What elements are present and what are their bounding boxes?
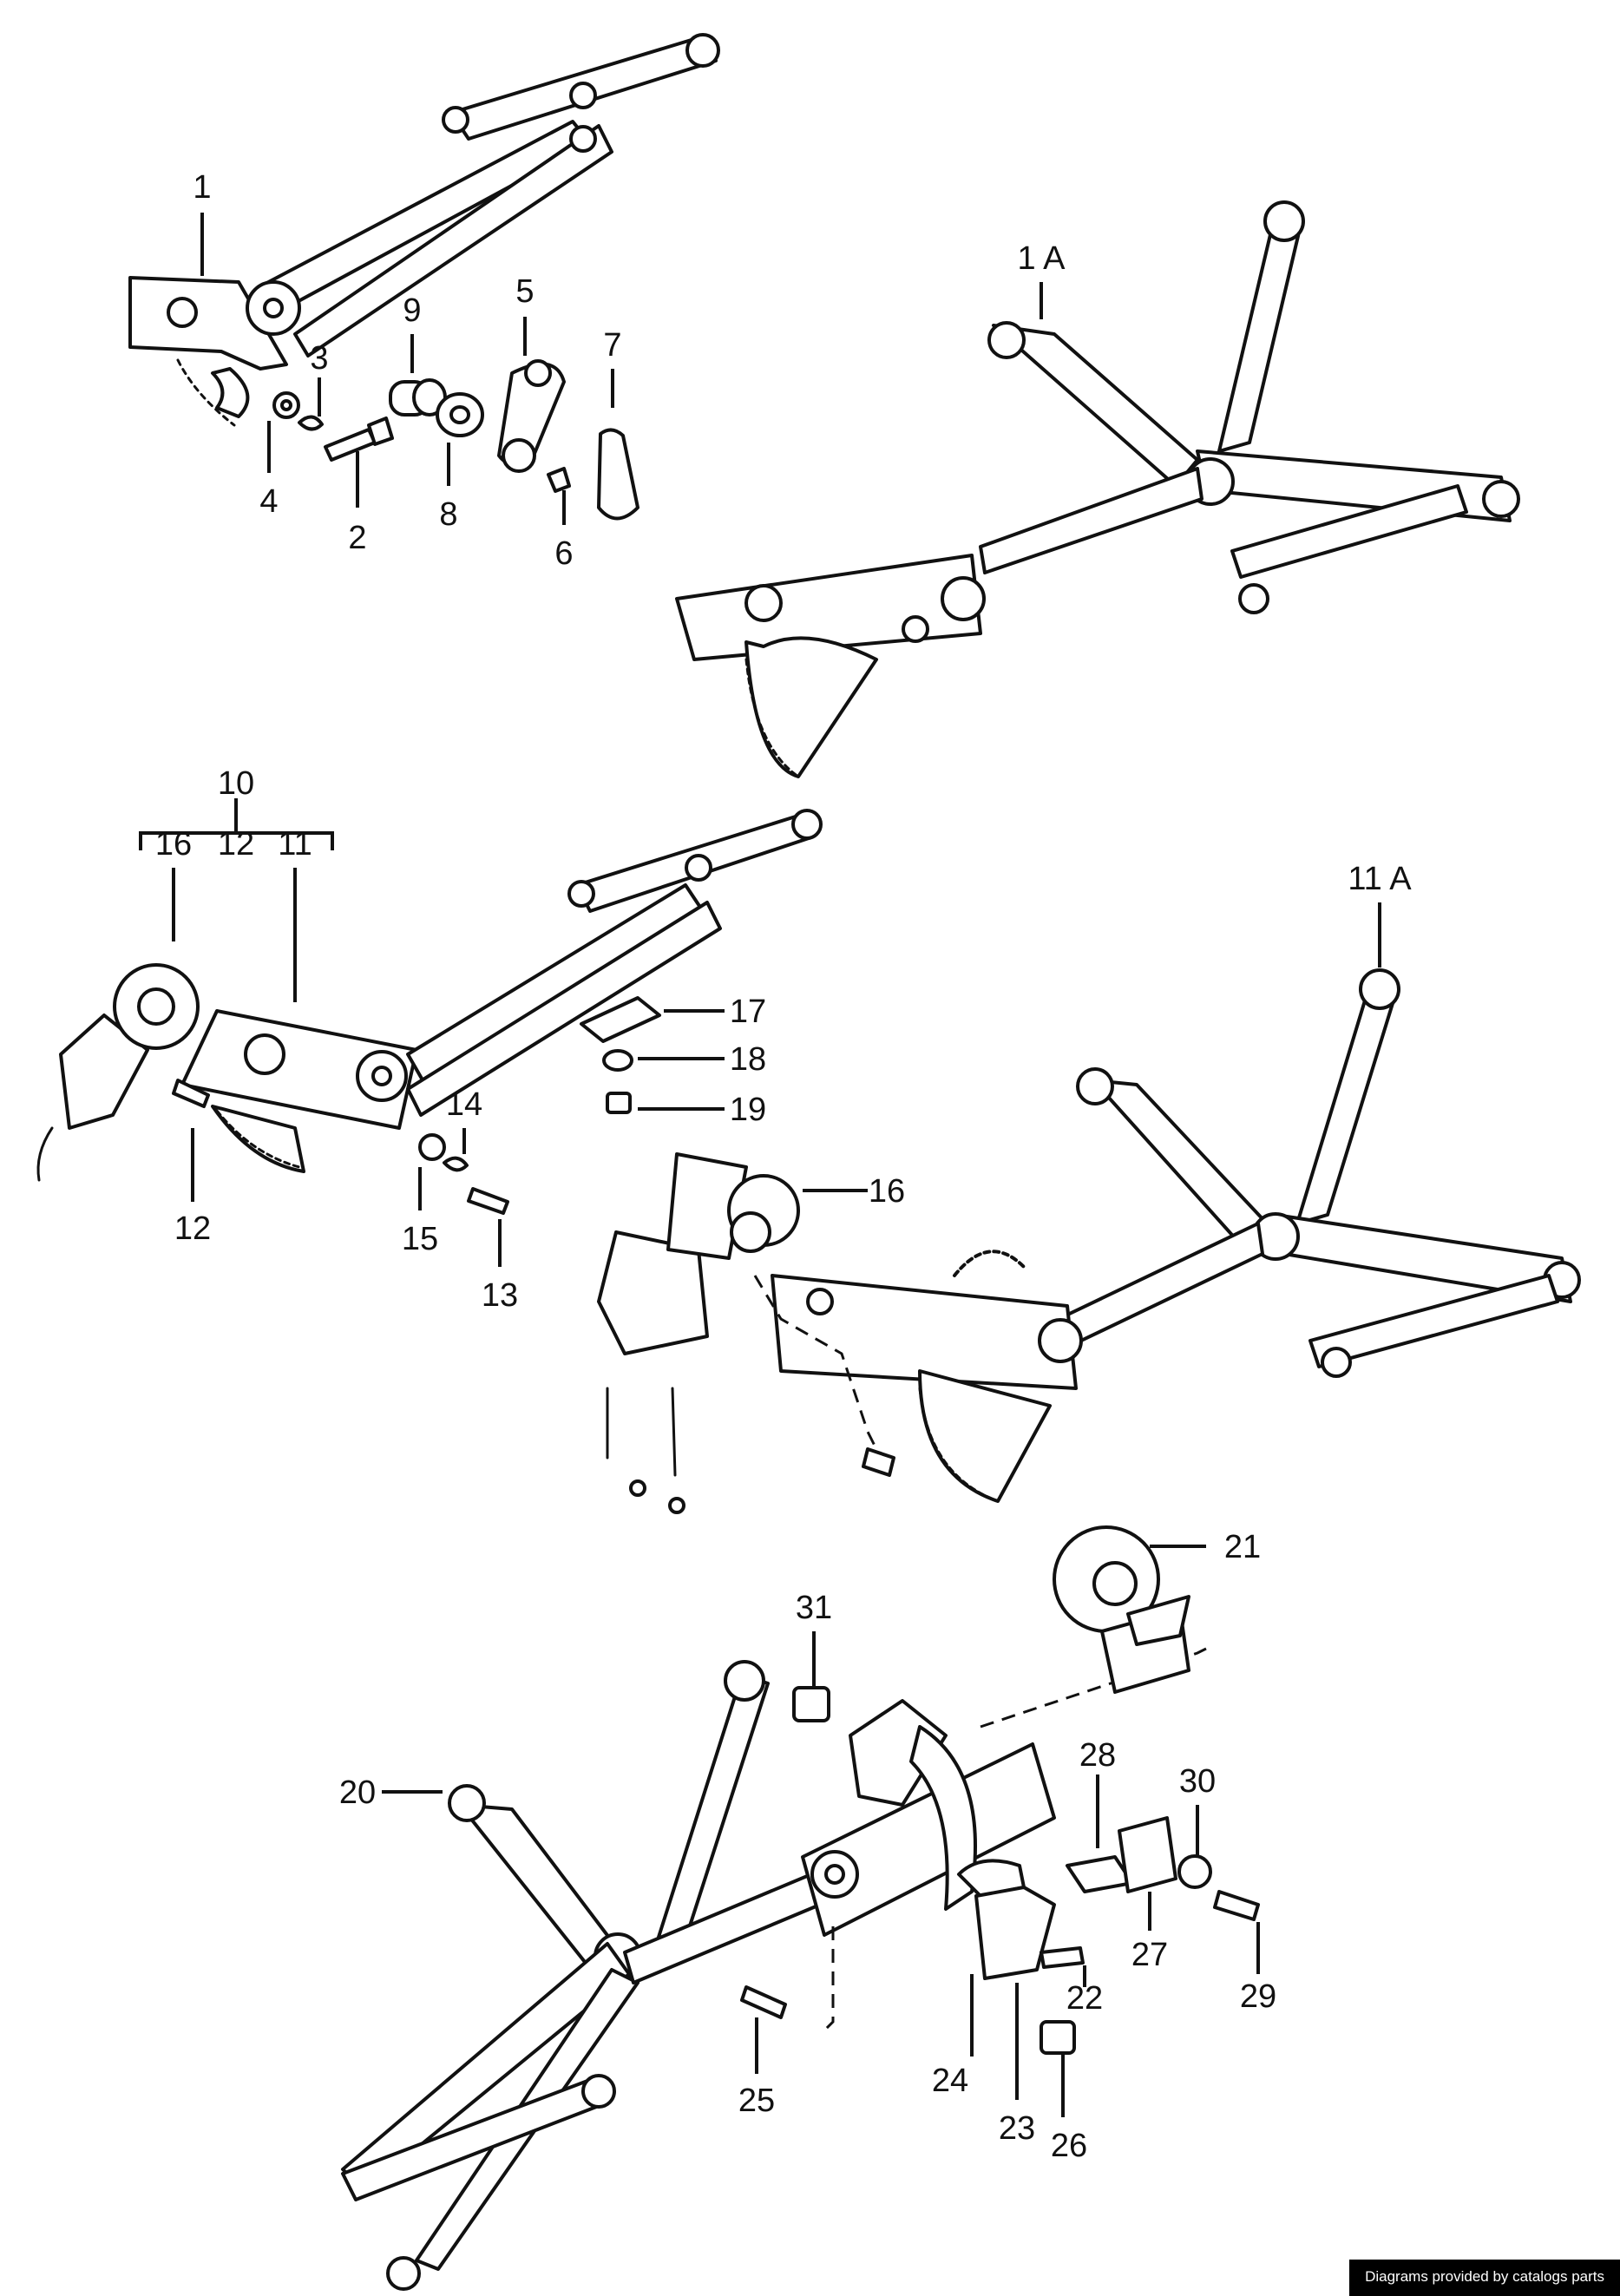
label-part-8: 8 — [439, 496, 457, 533]
label-part-22: 22 — [1066, 1980, 1103, 2017]
label-part-29: 29 — [1240, 1978, 1276, 2015]
label-part-5: 5 — [515, 273, 534, 310]
credit-badge: Diagrams provided by catalogs parts — [1349, 2260, 1620, 2296]
label-part-19: 19 — [730, 1092, 766, 1128]
label-group-16: 16 — [155, 826, 192, 863]
label-part-26: 26 — [1051, 2128, 1087, 2164]
label-part-27: 27 — [1131, 1937, 1168, 1973]
label-part-2: 2 — [348, 520, 366, 556]
label-part-9: 9 — [403, 292, 421, 329]
label-part-25: 25 — [738, 2083, 775, 2119]
label-part-21: 21 — [1224, 1529, 1261, 1565]
regulator-assembly-1a — [675, 200, 1520, 778]
label-part-3: 3 — [310, 340, 328, 377]
label-part-14: 14 — [446, 1086, 482, 1123]
label-part-6: 6 — [554, 535, 573, 572]
label-part-4: 4 — [259, 483, 278, 520]
regulator-assembly-11a — [597, 968, 1581, 1514]
label-part-13: 13 — [482, 1277, 518, 1314]
label-part-15: 15 — [402, 1221, 438, 1257]
label-part-31: 31 — [796, 1590, 832, 1626]
regulator-assembly-20 — [341, 1525, 1260, 2291]
label-part-18: 18 — [730, 1041, 766, 1078]
label-group-11: 11 — [278, 826, 312, 863]
label-part-1a: 1 A — [1018, 240, 1066, 277]
small-parts-17-to-19 — [580, 996, 661, 1114]
label-part-7: 7 — [603, 327, 621, 364]
label-group-12: 12 — [218, 826, 254, 863]
regulator-assembly-10 — [36, 809, 823, 1215]
label-part-16: 16 — [869, 1173, 905, 1210]
small-parts-2-to-9 — [272, 359, 639, 521]
regulator-assembly-1 — [128, 33, 720, 427]
label-part-10: 10 — [218, 765, 254, 802]
label-part-20: 20 — [339, 1774, 376, 1811]
callout-labels: 1 1 A 2 3 4 5 6 7 8 9 10 16 12 11 11 A 1… — [155, 169, 1412, 2164]
leader-lines — [139, 213, 1381, 2117]
label-part-30: 30 — [1179, 1763, 1216, 1800]
label-part-1: 1 — [193, 169, 211, 206]
label-part-12: 12 — [174, 1210, 211, 1247]
label-part-23: 23 — [999, 2110, 1035, 2147]
label-part-11a: 11 A — [1348, 861, 1412, 897]
label-part-17: 17 — [730, 994, 766, 1030]
label-part-28: 28 — [1079, 1737, 1116, 1774]
label-part-24: 24 — [932, 2063, 968, 2099]
